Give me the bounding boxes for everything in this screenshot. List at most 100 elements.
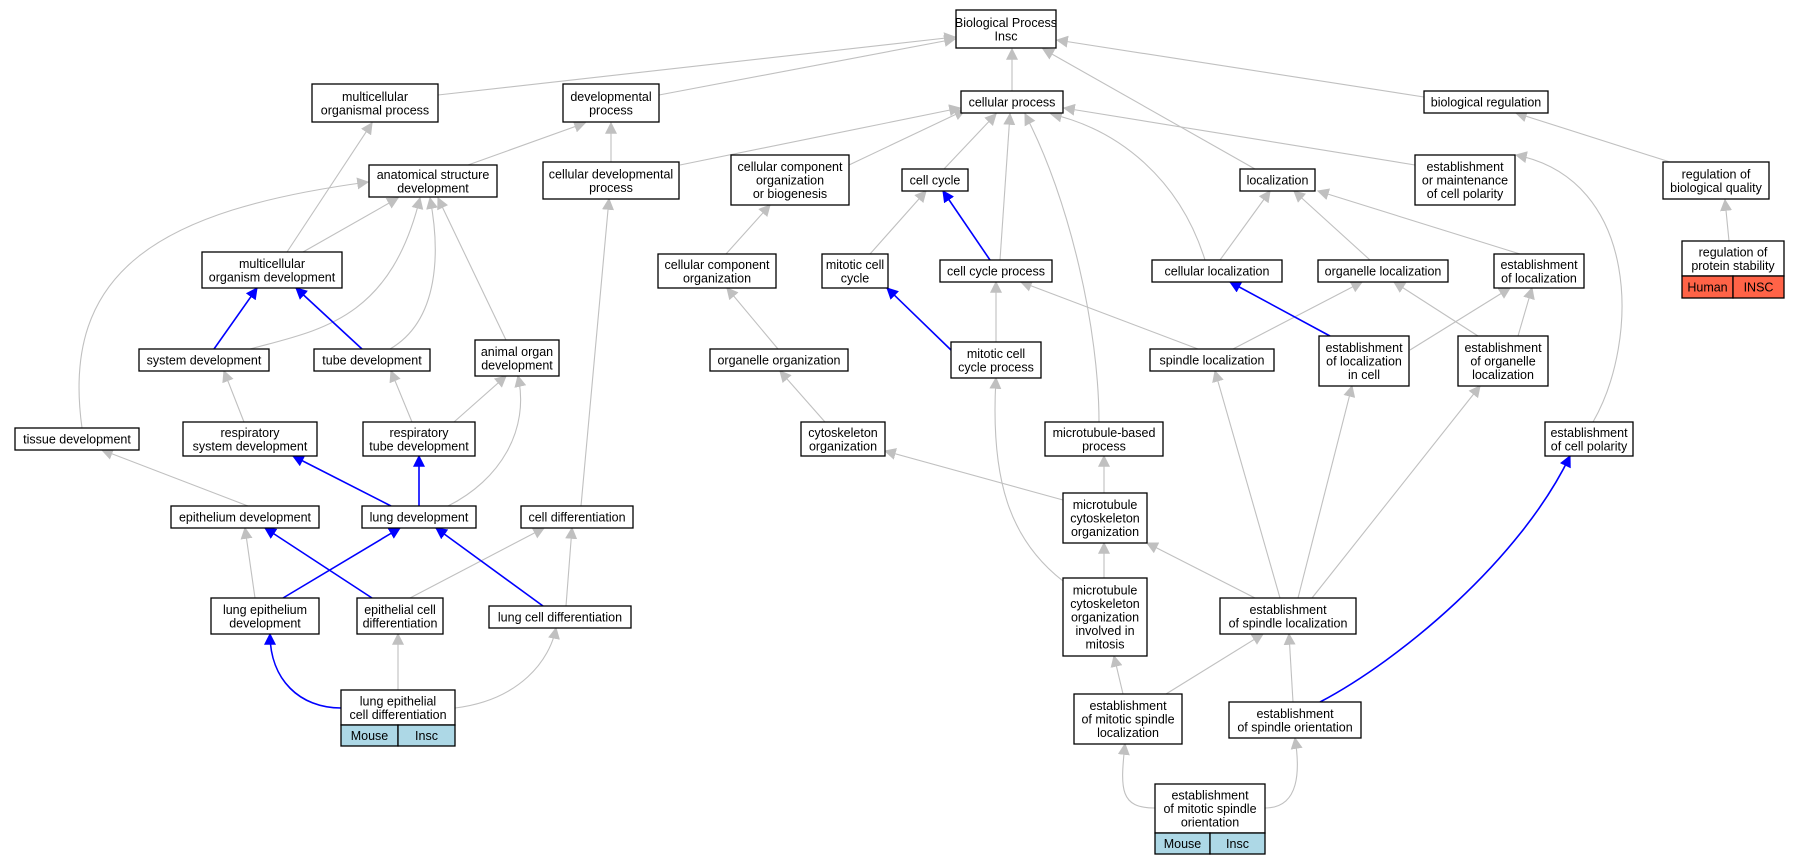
node-ed[interactable]: epithelium development — [170, 505, 320, 529]
node-label-line: of spindle orientation — [1237, 720, 1352, 734]
node-tid[interactable]: tissue development — [14, 427, 140, 451]
node-box — [1457, 335, 1549, 387]
node-label-line: cellular developmental — [549, 167, 673, 181]
node-cc[interactable]: cell cycle — [901, 168, 969, 192]
node-label-line: mitotic cell — [826, 258, 884, 272]
node-box — [520, 505, 634, 529]
edge-esl-elc — [1297, 384, 1356, 599]
node-label-line: epithelial cell — [364, 603, 436, 617]
edge-ecd-cdiff — [409, 527, 546, 599]
edges-layer — [78, 32, 1733, 809]
node-ld[interactable]: lung development — [361, 505, 477, 529]
node-label-line: respiratory — [220, 426, 280, 440]
badge-label: Human — [1687, 281, 1727, 295]
node-label-line: anatomical structure — [377, 168, 490, 182]
node-box — [821, 253, 889, 289]
badge-lecd-insc[interactable]: Insc — [397, 724, 456, 747]
badge-lecd-mouse[interactable]: Mouse — [340, 724, 399, 747]
edge-cdiff-cdp — [580, 197, 614, 507]
node-label-line: cell cycle process — [947, 265, 1045, 279]
node-oo[interactable]: organelle organization — [709, 348, 849, 372]
node-cl[interactable]: cellular localization — [1151, 259, 1283, 283]
node-ol[interactable]: organelle localization — [1317, 259, 1449, 283]
node-label-line: organization — [1071, 525, 1139, 539]
badge-label: Insc — [415, 729, 438, 743]
edge-rtd-td — [389, 369, 413, 423]
node-box — [182, 421, 318, 457]
node-box — [361, 505, 477, 529]
node-label-line: cell cycle — [910, 174, 961, 188]
node-box — [730, 154, 850, 206]
node-sl[interactable]: spindle localization — [1149, 348, 1275, 372]
node-cdiff[interactable]: cell differentiation — [520, 505, 634, 529]
node-label-line: mitosis — [1086, 638, 1125, 652]
edge-emsl-mcom — [1110, 654, 1124, 695]
badge-rps-insc[interactable]: INSC — [1732, 275, 1785, 299]
node-label-line: lung epithelium — [223, 603, 307, 617]
node-label-line: of mitotic spindle — [1163, 802, 1256, 816]
node-box — [800, 421, 886, 457]
edge-esl-eorl — [1311, 385, 1481, 599]
badge-emso-mouse[interactable]: Mouse — [1154, 832, 1211, 855]
badge-rps-human[interactable]: Human — [1681, 275, 1734, 299]
node-loc[interactable]: localization — [1239, 168, 1316, 192]
node-label-line: establishment — [1500, 258, 1578, 272]
node-label-line: establishment — [1249, 603, 1327, 617]
node-td[interactable]: tube development — [313, 348, 431, 372]
edge-emso-eso — [1264, 736, 1303, 809]
node-box — [313, 348, 431, 372]
node-lcd[interactable]: lung cell differentiation — [488, 605, 632, 629]
node-sd[interactable]: system development — [138, 348, 270, 372]
node-label-line: lung epithelial — [360, 694, 436, 708]
node-label-line: microtubule-based — [1053, 426, 1156, 440]
node-cp[interactable]: cellular process — [960, 90, 1064, 114]
node-box — [1493, 253, 1585, 289]
node-box — [939, 259, 1053, 283]
node-mcom[interactable]: microtubulecytoskeletonorganizationinvol… — [1062, 577, 1148, 657]
node-label-line: process — [589, 103, 633, 117]
node-label-line: establishment — [1325, 341, 1403, 355]
badge-emso-insc[interactable]: Insc — [1209, 832, 1266, 855]
node-ccp[interactable]: cell cycle process — [939, 259, 1053, 283]
edge-ccp-cp — [999, 112, 1016, 261]
edge-eol-loc — [1316, 188, 1521, 255]
node-label-line: process — [589, 181, 633, 195]
node-box — [170, 505, 320, 529]
node-label-line: system development — [193, 439, 308, 453]
node-box — [955, 9, 1057, 49]
node-label-line: establishment — [1089, 699, 1167, 713]
node-label-line: biological quality — [1670, 181, 1762, 195]
edge-mop-bp — [437, 32, 957, 96]
node-br[interactable]: biological regulation — [1423, 90, 1549, 114]
